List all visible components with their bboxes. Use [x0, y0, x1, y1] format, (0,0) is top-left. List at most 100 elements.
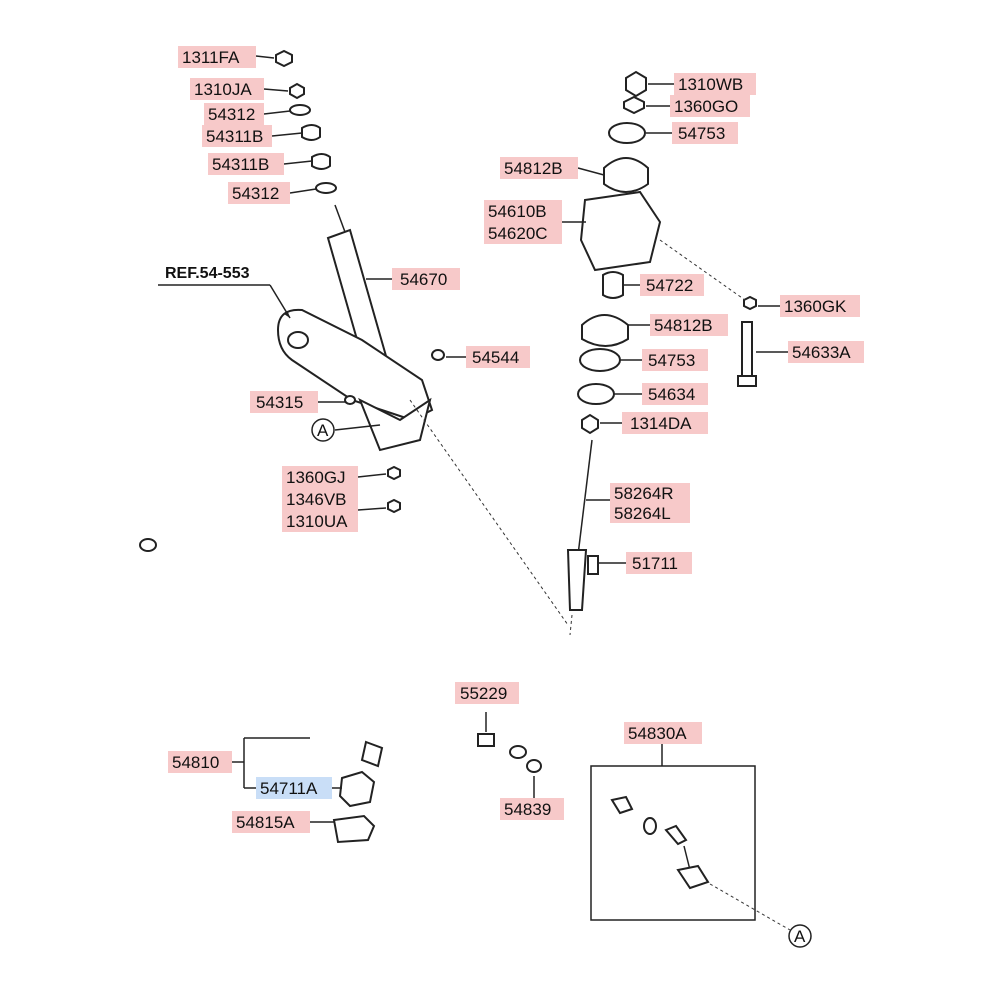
svg-text:54311B: 54311B: [212, 155, 269, 174]
washer-icon: [289, 104, 311, 116]
label-54839: 54839: [500, 798, 564, 820]
washer-icon: [315, 182, 337, 194]
svg-text:54315: 54315: [256, 393, 303, 412]
svg-text:54830A: 54830A: [628, 724, 687, 743]
label-54633A: 54633A: [788, 341, 864, 363]
bolt-icon: [587, 555, 599, 575]
ball-joint-icon: [676, 864, 710, 890]
svg-text:54544: 54544: [472, 348, 519, 367]
svg-text:1360GK: 1360GK: [784, 297, 847, 316]
bushing-icon: [581, 314, 629, 347]
svg-text:54753: 54753: [648, 351, 695, 370]
svg-text:1360GO: 1360GO: [674, 97, 738, 116]
svg-text:54312: 54312: [208, 105, 255, 124]
callout-a-lower-text: A: [794, 927, 806, 946]
nut-icon: [743, 295, 757, 311]
svg-text:1310UA: 1310UA: [286, 512, 348, 531]
label-54812B-bottom: 54812B: [650, 314, 728, 336]
label-54311B-top: 54311B: [202, 125, 272, 147]
washer-icon: [577, 383, 615, 405]
leader-lines: [255, 55, 788, 823]
bolt-icon: [344, 395, 356, 405]
label-54810: 54810: [168, 751, 232, 773]
label-54722: 54722: [640, 274, 704, 296]
label-55229: 55229: [455, 682, 519, 704]
svg-text:54633A: 54633A: [792, 343, 851, 362]
nut-icon: [387, 465, 401, 481]
bar-fittings: [332, 712, 542, 844]
callout-a-lower: A: [788, 924, 812, 948]
washer-icon: [526, 759, 542, 773]
svg-text:54812B: 54812B: [504, 159, 563, 178]
svg-text:54810: 54810: [172, 753, 219, 772]
nut-icon: [387, 498, 401, 514]
label-51711: 51711: [626, 552, 692, 574]
strut-rod: [566, 439, 599, 636]
nut-icon: [581, 413, 599, 435]
svg-text:54711A: 54711A: [260, 779, 318, 798]
label-1310UA: 1310UA: [282, 510, 358, 532]
label-54311B-bottom: 54311B: [208, 153, 284, 175]
nut-icon: [275, 49, 293, 68]
svg-text:1360GJ: 1360GJ: [286, 468, 346, 487]
connector-line: [409, 399, 569, 626]
svg-text:54815A: 54815A: [236, 813, 295, 832]
mount-bracket-icon: [579, 190, 662, 272]
label-54830A: 54830A: [624, 722, 702, 744]
washer-icon: [579, 348, 621, 372]
svg-text:1314DA: 1314DA: [630, 414, 692, 433]
label-54634: 54634: [642, 383, 708, 405]
svg-text:1346VB: 1346VB: [286, 490, 347, 509]
ball-joint-icon: [664, 824, 688, 846]
nut-icon: [625, 70, 647, 98]
washer-icon: [608, 122, 646, 144]
bushing-icon: [360, 740, 384, 768]
label-1346VB: 1346VB: [282, 488, 358, 510]
shock-hardware-stack: [275, 49, 337, 194]
stabilizer-bar: [139, 538, 532, 768]
svg-text:54312: 54312: [232, 184, 279, 203]
clamp-icon: [332, 814, 376, 844]
bushing-icon: [338, 770, 376, 808]
label-54312-top: 54312: [204, 103, 264, 125]
strut-mount-stack: [577, 70, 662, 435]
svg-text:51711: 51711: [632, 554, 678, 573]
label-54815A: 54815A: [232, 811, 310, 833]
label-1310JA: 1310JA: [190, 78, 264, 100]
label-54312-bottom: 54312: [228, 182, 290, 204]
callout-a-upper: A: [311, 418, 381, 442]
side-bolt-group: [737, 295, 757, 387]
svg-text:1310JA: 1310JA: [194, 80, 252, 99]
svg-text:54610B: 54610B: [488, 202, 547, 221]
label-54620C: 54620C: [484, 222, 562, 244]
label-1360GJ: 1360GJ: [282, 466, 358, 488]
connector-line: [659, 239, 746, 301]
label-54315: 54315: [250, 391, 318, 413]
label-58264L: 58264L: [610, 503, 690, 523]
svg-text:1310WB: 1310WB: [678, 75, 743, 94]
svg-text:54634: 54634: [648, 385, 695, 404]
svg-text:54311B: 54311B: [206, 127, 263, 146]
label-54753-top: 54753: [672, 122, 738, 144]
bushing-icon: [301, 124, 321, 141]
svg-text:54812B: 54812B: [654, 316, 713, 335]
part-labels: 1311FA 1310JA 54312 54311B 54311B 54312 …: [168, 46, 864, 833]
bushing-icon: [311, 153, 331, 170]
label-54753-bottom: 54753: [642, 349, 708, 371]
bushing-icon: [603, 157, 649, 193]
nut-icon: [289, 82, 305, 100]
svg-text:54839: 54839: [504, 800, 551, 819]
svg-text:54670: 54670: [400, 270, 447, 289]
spacer-icon: [602, 271, 624, 299]
svg-text:54620C: 54620C: [488, 224, 548, 243]
label-54711A: 54711A: [256, 777, 332, 799]
washer-icon: [643, 817, 657, 835]
svg-text:1311FA: 1311FA: [182, 48, 240, 67]
label-1314DA: 1314DA: [622, 412, 708, 434]
bushing-icon: [610, 795, 634, 815]
svg-text:54722: 54722: [646, 276, 693, 295]
bracket-54810: [232, 737, 310, 789]
callout-a-upper-text: A: [317, 421, 329, 440]
label-1311FA: 1311FA: [178, 46, 256, 68]
